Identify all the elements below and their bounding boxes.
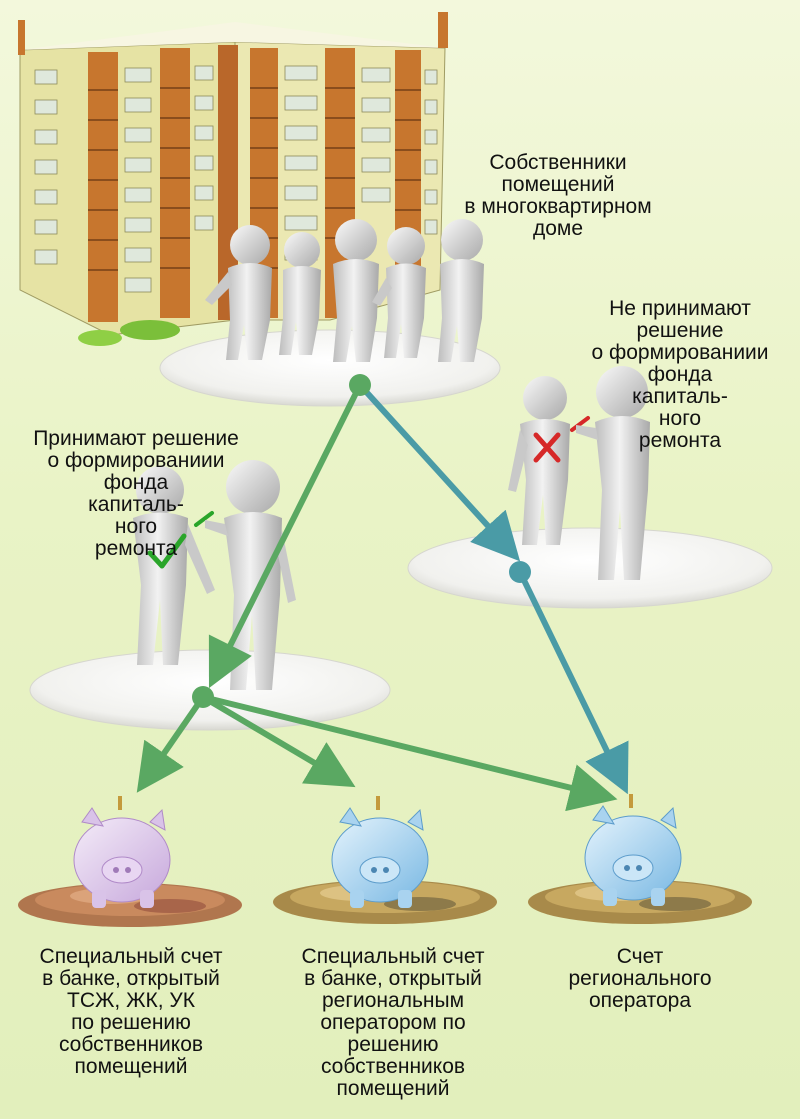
check-mark-icon [147,511,214,569]
arrow-owners-to-accept [208,383,363,689]
arrow-decline-to-regional [517,570,629,795]
owners-label: Собственники помещений в многоквартирном… [464,151,652,240]
piggy-bank-icon [331,796,429,908]
decline-group [508,366,650,580]
account-regional-special-label: Специальный счет в банке, открытый регио… [301,945,485,1100]
person-figure-icon [279,232,321,355]
arrow-accept-to-hoa-account [136,695,206,793]
account-regional-label: Счет регионального оператора [568,945,712,1012]
decline-label: Не принимают решение о формированиии фон… [591,297,769,452]
flow-arrows [136,374,629,812]
accept-label: Принимают решение о формированиии фонда … [33,427,239,560]
person-figure-icon [576,366,650,580]
piggy-bank-icon [584,794,682,906]
person-figure-icon [205,225,272,360]
arrow-accept-to-regional-special [201,694,356,788]
piggy-bank-icon [73,796,171,908]
person-figure-icon [508,376,570,545]
node-decline [509,561,531,583]
person-figure-icon [333,219,379,362]
arrow-owners-to-decline [357,382,521,562]
person-figure-icon [372,227,426,358]
account-hoa-label: Специальный счет в банке, открытый ТСЖ, … [39,945,223,1078]
node-owners [349,374,371,396]
owners-group [205,219,484,362]
person-figure-icon [438,219,484,362]
node-accept [192,686,214,708]
cross-mark-icon [533,416,590,463]
decline-platform [407,527,773,609]
apartment-building-icon [18,12,448,346]
arrow-accept-to-regional [202,694,618,812]
